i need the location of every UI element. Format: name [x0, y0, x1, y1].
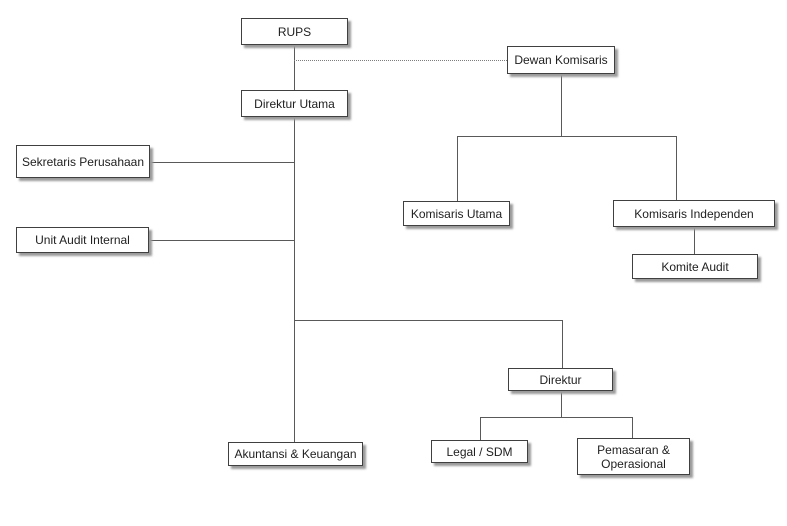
- node-rups: RUPS: [241, 18, 348, 45]
- connector-to-sekretaris-perusahaan: [150, 162, 294, 163]
- node-direktur-utama: Direktur Utama: [241, 90, 348, 117]
- node-pemasaran-operasional: Pemasaran & Operasional: [577, 438, 690, 475]
- connector-rups-direktur-utama: [294, 45, 295, 90]
- node-komite-audit: Komite Audit: [632, 254, 758, 279]
- node-direktur: Direktur: [508, 368, 613, 391]
- connector-direktur-utama-trunk: [294, 117, 295, 443]
- node-legal-sdm: Legal / SDM: [431, 440, 528, 463]
- connector-to-pemasaran-operasional: [632, 417, 633, 438]
- connector-direktur-branch: [480, 417, 633, 418]
- connector-dewan-komisaris-branch: [457, 136, 677, 137]
- connector-komisaris-independen-komite-audit: [694, 227, 695, 254]
- node-akuntansi-keuangan: Akuntansi & Keuangan: [228, 442, 363, 466]
- connector-to-komisaris-independen: [676, 136, 677, 200]
- connector-to-legal-sdm: [480, 417, 481, 440]
- node-komisaris-utama: Komisaris Utama: [403, 201, 510, 226]
- node-dewan-komisaris: Dewan Komisaris: [507, 46, 615, 74]
- connector-to-komisaris-utama: [457, 136, 458, 201]
- node-sekretaris-perusahaan: Sekretaris Perusahaan: [16, 145, 150, 178]
- node-komisaris-independen: Komisaris Independen: [613, 200, 775, 227]
- connector-trunk-to-direktur: [294, 320, 563, 321]
- connector-direktur-stem: [561, 391, 562, 417]
- connector-to-unit-audit-internal: [149, 240, 294, 241]
- node-unit-audit-internal: Unit Audit Internal: [16, 227, 149, 253]
- connector-drop-to-direktur: [562, 320, 563, 368]
- connector-dewan-komisaris-stem: [561, 74, 562, 136]
- connector-rups-dewan-komisaris-dotted: [294, 60, 507, 61]
